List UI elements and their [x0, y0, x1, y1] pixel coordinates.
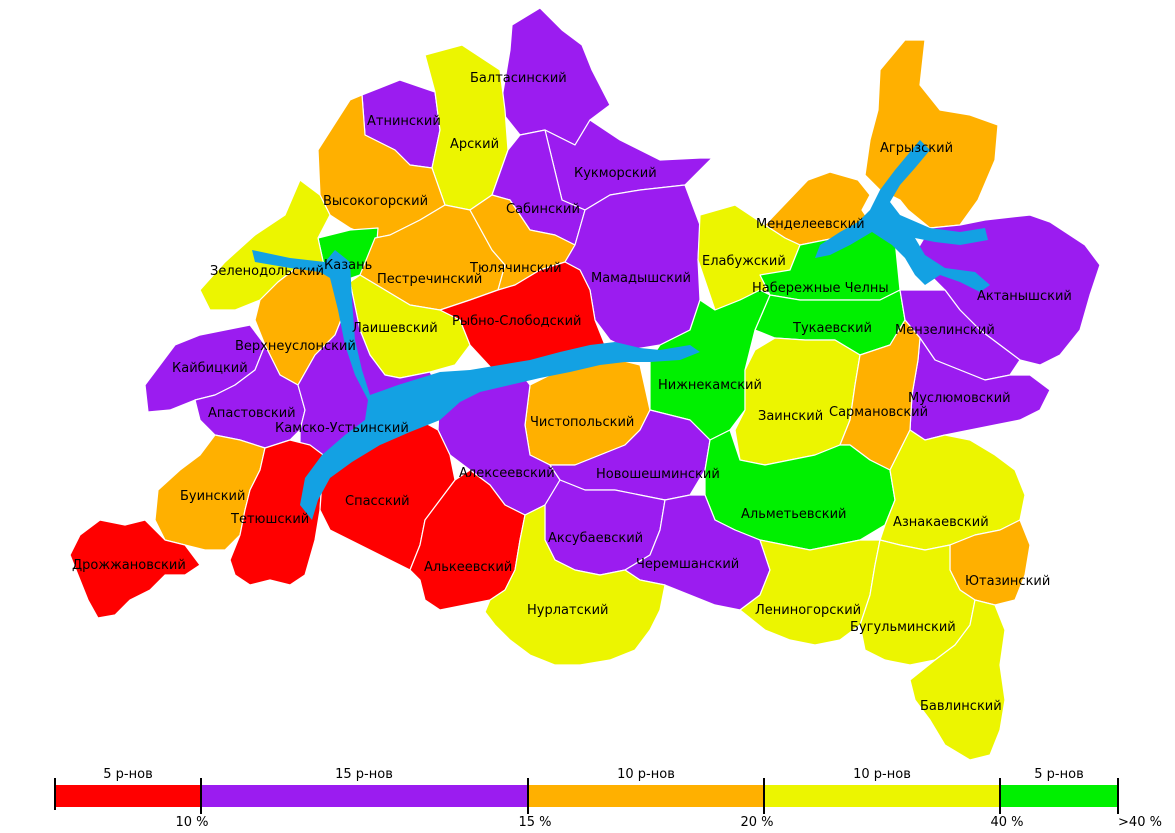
- region-layer: [69, 7, 1101, 761]
- legend-bar-15to20: [528, 785, 764, 807]
- water-bodies: [252, 140, 990, 520]
- region-label: Пестречинский: [377, 272, 482, 287]
- volga-river: [252, 250, 700, 520]
- region-label: Альметьевский: [741, 507, 846, 522]
- region-label: Аксубаевский: [548, 531, 643, 546]
- region-label: Менделеевский: [756, 217, 865, 232]
- region-label: Муслюмовский: [908, 391, 1011, 406]
- region-label: Елабужский: [702, 254, 786, 269]
- legend-threshold: 10 %: [175, 815, 208, 830]
- region-label: Лаишевский: [352, 321, 438, 336]
- legend: 5 р-нов 15 р-нов 10 р-нов 10 р-нов 5 р-н…: [54, 767, 1162, 830]
- region-label: Атнинский: [367, 114, 441, 129]
- region-label: Спасский: [345, 494, 410, 509]
- legend-bin-count: 10 р-нов: [853, 767, 911, 782]
- legend-bar-gt40: [1000, 785, 1118, 807]
- region-label: Азнакаевский: [893, 515, 989, 530]
- region-label: Новошешминский: [596, 467, 720, 482]
- region-label: Алексеевский: [459, 466, 555, 481]
- legend-bar-10to15: [201, 785, 528, 807]
- region-label: Тетюшский: [230, 512, 309, 527]
- legend-bin-count: 15 р-нов: [335, 767, 393, 782]
- region-label: Бавлинский: [920, 699, 1002, 714]
- region-label: Буинский: [180, 489, 245, 504]
- region-label: Нурлатский: [527, 603, 608, 618]
- region-label: Рыбно-Слободский: [452, 314, 581, 329]
- legend-bins: [55, 785, 1118, 807]
- region-nurlatsky[interactable]: [484, 504, 666, 666]
- region-label: Нижнекамский: [658, 378, 762, 393]
- region-label: Балтасинский: [470, 71, 567, 86]
- legend-threshold: 15 %: [518, 815, 551, 830]
- region-label: Кукморский: [574, 166, 657, 181]
- region-label: Кайбицкий: [172, 361, 248, 376]
- region-label: Агрызский: [880, 141, 953, 156]
- legend-bin-count: 10 р-нов: [617, 767, 675, 782]
- region-label: Заинский: [758, 409, 823, 424]
- region-label: Сабинский: [506, 202, 580, 217]
- region-label: Бугульминский: [850, 620, 956, 635]
- kama-reservoir: [815, 140, 990, 292]
- region-label: Высокогорский: [323, 194, 428, 209]
- legend-threshold: 40 %: [990, 815, 1023, 830]
- region-label: Актанышский: [977, 289, 1072, 304]
- region-bavlinsky[interactable]: [909, 599, 1006, 761]
- region-bugulminsky[interactable]: [859, 539, 976, 666]
- legend-bin-count: 5 р-нов: [1034, 767, 1083, 782]
- region-label: Верхнеуслонский: [235, 339, 356, 354]
- region-label: Камско-Устьинский: [275, 421, 409, 436]
- legend-bar-20to40: [764, 785, 1000, 807]
- legend-threshold: >40 %: [1118, 815, 1162, 830]
- region-labels: Балтасинский Атнинский Арский Кукморский…: [72, 71, 1072, 714]
- region-label: Лениногорский: [755, 603, 861, 618]
- region-label: Зеленодольский: [210, 264, 324, 279]
- region-label: Мензелинский: [895, 323, 995, 338]
- region-label: Ютазинский: [965, 574, 1050, 589]
- region-label: Набережные Челны: [752, 281, 889, 296]
- region-label: Арский: [450, 137, 499, 152]
- legend-bar-lt10: [55, 785, 201, 807]
- region-label: Тукаевский: [792, 321, 872, 336]
- region-drozhzhanovsky[interactable]: [69, 519, 201, 619]
- region-label: Мамадышский: [591, 271, 691, 286]
- region-label: Чистопольский: [530, 415, 634, 430]
- region-zelenodolsky[interactable]: [199, 179, 331, 311]
- region-rybno-slobodsky[interactable]: [439, 261, 606, 373]
- region-label: Казань: [324, 258, 372, 273]
- region-label: Апастовский: [208, 406, 296, 421]
- legend-bin-count: 5 р-нов: [103, 767, 152, 782]
- region-label: Алькеевский: [424, 560, 512, 575]
- legend-ticks: [54, 778, 1119, 814]
- region-label: Черемшанский: [636, 557, 739, 572]
- region-label: Тюлячинский: [469, 261, 562, 276]
- legend-threshold: 20 %: [740, 815, 773, 830]
- region-label: Дрожжановский: [72, 558, 186, 573]
- region-label: Сармановский: [829, 405, 928, 420]
